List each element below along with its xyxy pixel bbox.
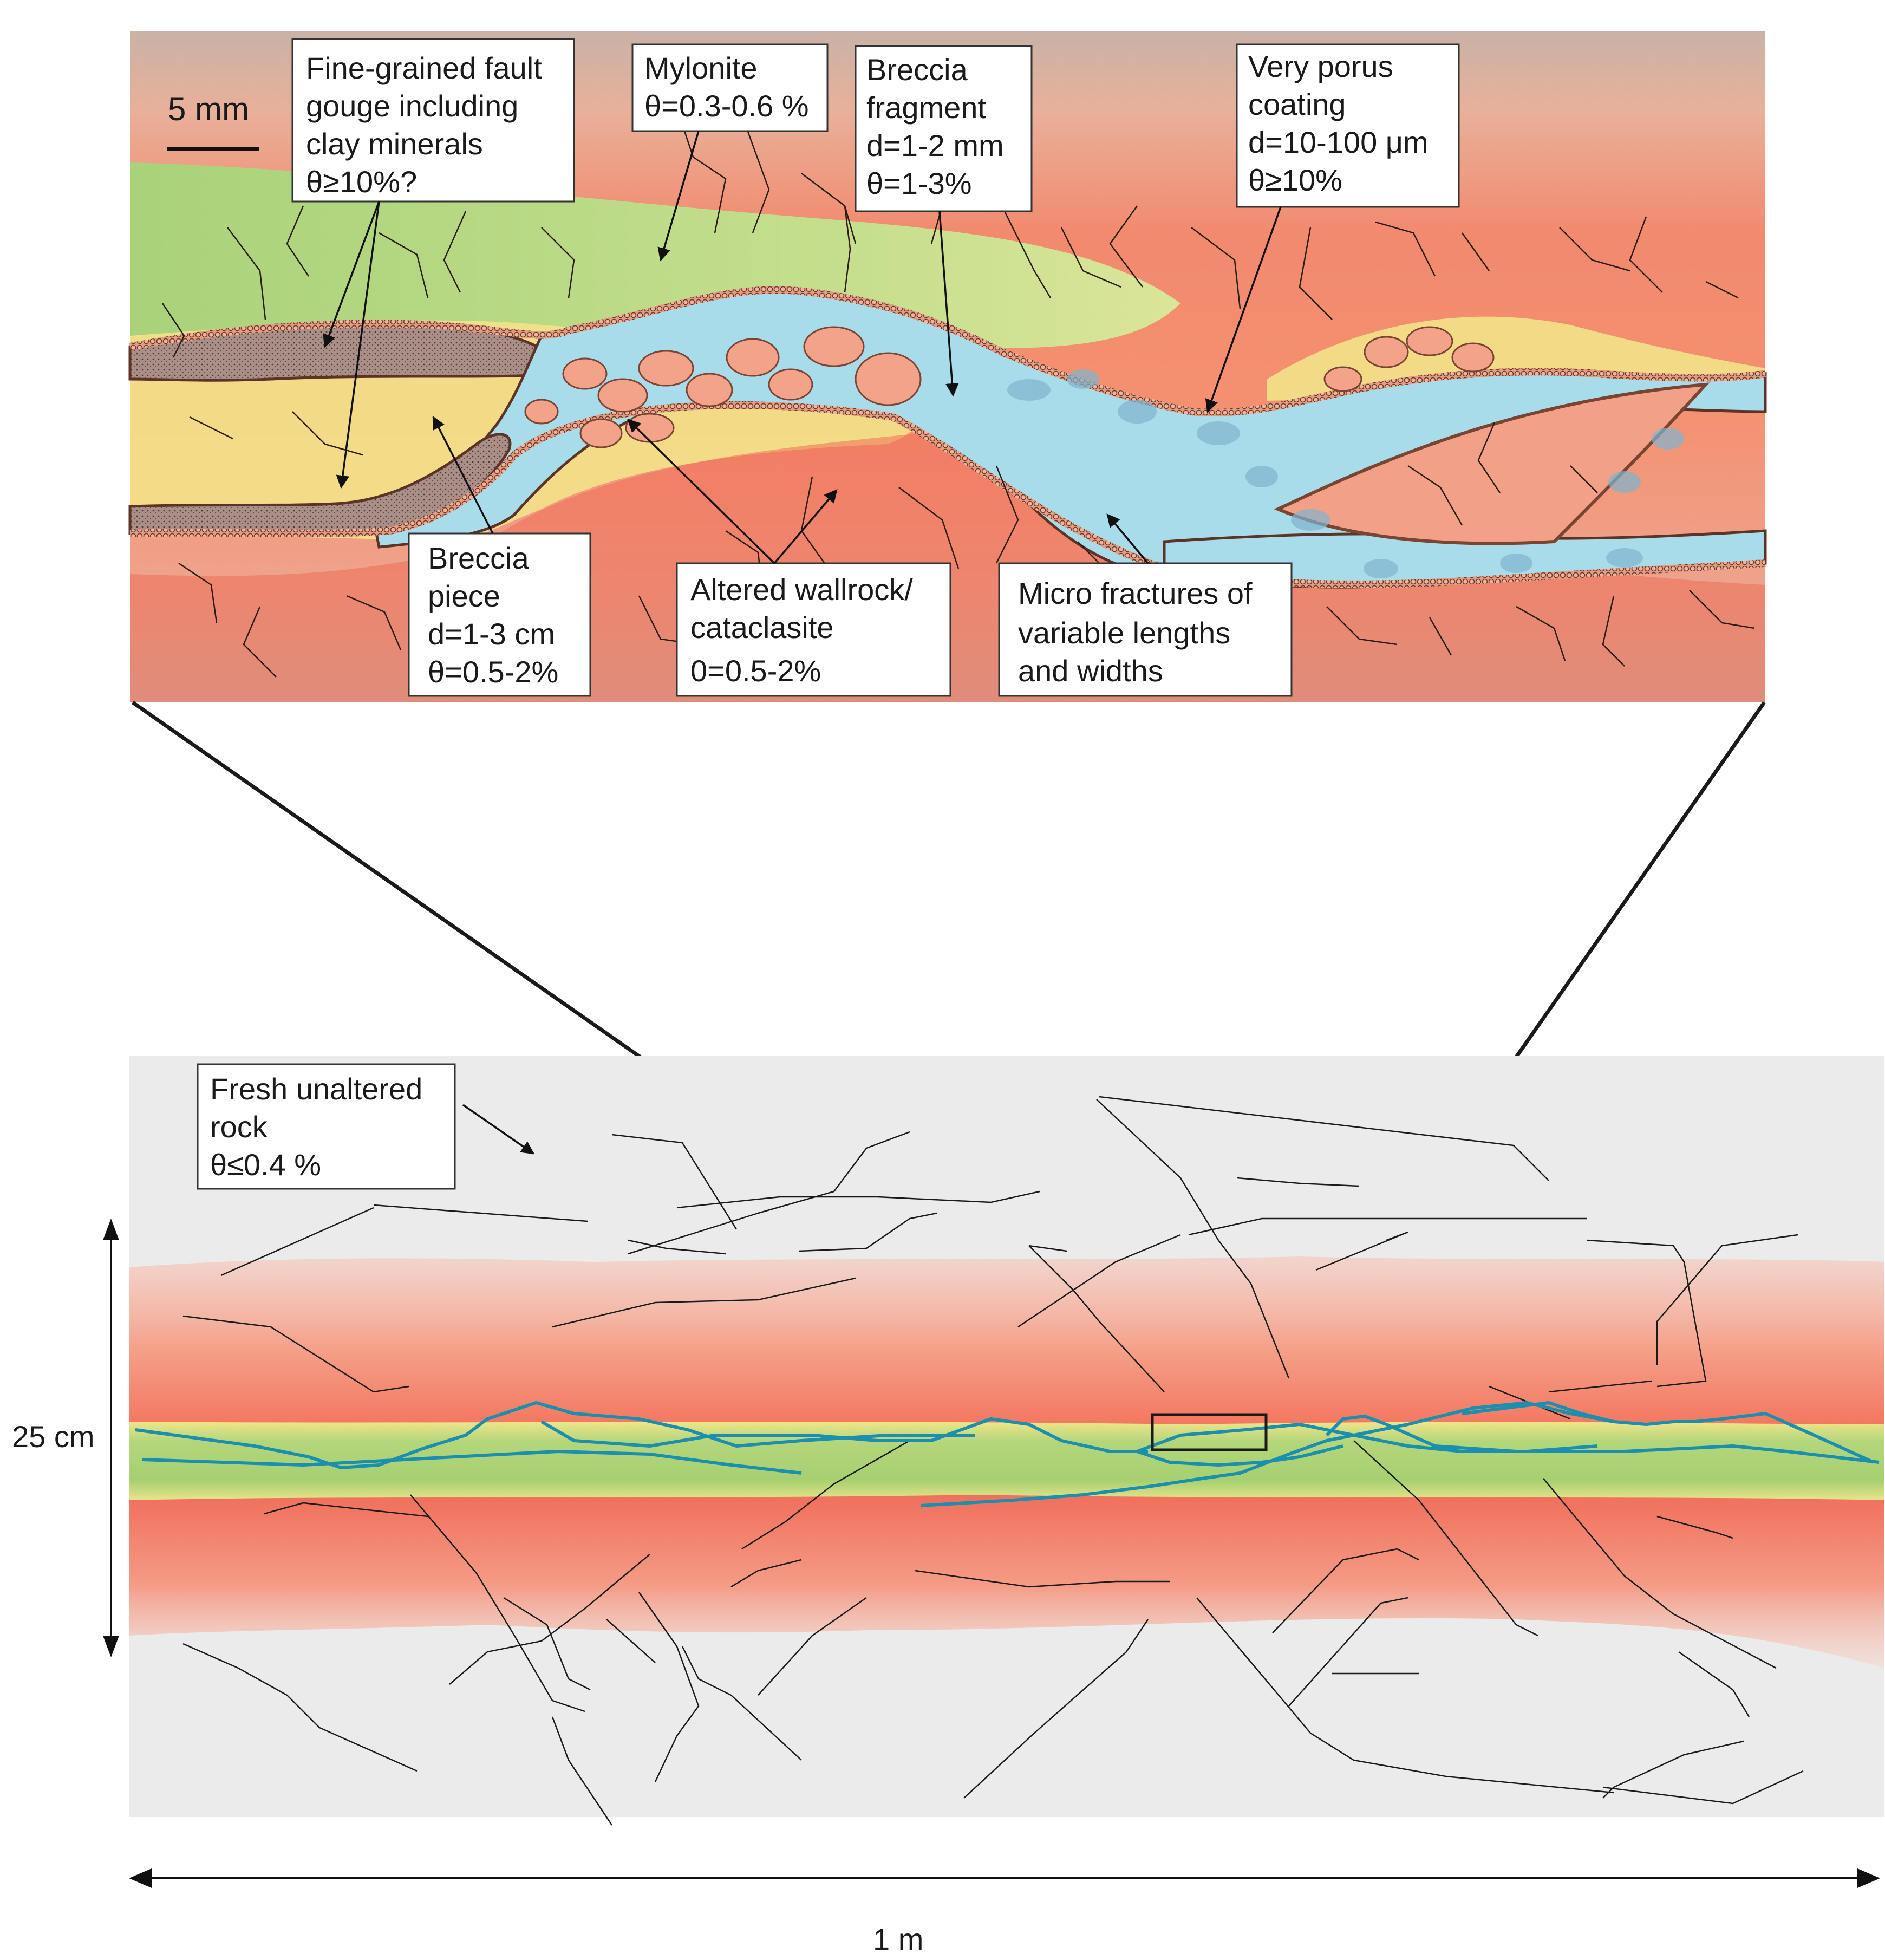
breccia-clasts: [524, 326, 1495, 448]
bead-rim-top: [129, 286, 1766, 416]
fresh-line-3: θ≤0.4 %: [210, 1148, 321, 1182]
mylonite-line-1: Mylonite: [644, 51, 758, 85]
porous-line-3: d=10-100 μm: [1248, 125, 1429, 159]
porous-line-1: Very porus: [1248, 49, 1393, 83]
gouge-line-2: gouge including: [306, 89, 518, 123]
micro-line-1: Micro fractures of: [1018, 576, 1253, 610]
bead-rim-bottom: [129, 401, 1766, 588]
blue-grains: [1007, 369, 1684, 578]
mylonite-line-2: θ=0.3-0.6 %: [644, 89, 809, 123]
label-gouge: Fine-grained fault gouge including clay …: [291, 38, 575, 203]
svg-text:Fresh unaltered rock: Fresh unaltered rock θ≤0.4 %: [210, 1072, 431, 1182]
porous-line-4: θ≥10%: [1248, 163, 1342, 197]
svg-text:Mylonite θ=0.3-0.6 %: Mylonite θ=0.3-0.6 %: [644, 51, 809, 123]
upper-alteration-zone: [129, 1256, 1884, 1441]
label-fresh-rock: Fresh unaltered rock θ≤0.4 %: [197, 1063, 456, 1190]
label-breccia-fragment: Breccia fragment d=1-2 mm θ=1-3%: [855, 45, 1033, 212]
overview-fractures: [182, 1096, 1804, 1826]
svg-text:Fine-grained fault gou: Fine-grained fault gouge including clay …: [306, 51, 550, 199]
gouge-line-1: Fine-grained fault: [306, 51, 542, 85]
svg-text:Micro fractures of var: Micro fractures of variable lengths and …: [1018, 576, 1261, 688]
green-fault-core: [129, 1422, 1884, 1500]
width-label: 1 m: [873, 1922, 923, 1956]
label-micro-fractures: Micro fractures of variable lengths and …: [998, 562, 1293, 697]
fresh-rock-arrow: [462, 1104, 535, 1155]
bead-rim-lozenge: [1274, 382, 1710, 545]
altered-line-3: 0=0.5-2%: [690, 654, 821, 688]
fresh-line-1: Fresh unaltered: [210, 1072, 422, 1106]
svg-text:Altered wallrock/ cata: Altered wallrock/ cataclasite 0=0.5-2%: [690, 572, 921, 688]
fresh-line-2: rock: [210, 1110, 268, 1144]
mylonite-layer: [130, 162, 1180, 349]
breccia-fragment-line-4: θ=1-3%: [866, 166, 972, 200]
gouge-line-3: clay minerals: [306, 127, 483, 161]
porous-line-2: coating: [1248, 87, 1346, 121]
breccia-piece-line-4: θ=0.5-2%: [428, 655, 558, 689]
breccia-piece-line-3: d=1-3 cm: [428, 617, 555, 651]
altered-line-1: Altered wallrock/: [690, 572, 913, 607]
micro-fractures: [161, 108, 1755, 678]
scale-bar: 5 mm: [167, 91, 259, 151]
width-dimension: 1 m: [129, 1868, 1880, 1956]
svg-text:Very porus coating: Very porus coating d=10-100 μm θ≥10%: [1248, 49, 1437, 197]
thickness-dimension: 25 cm: [12, 1219, 119, 1657]
thickness-label: 25 cm: [12, 1419, 95, 1454]
label-porous-coating: Very porus coating d=10-100 μm θ≥10%: [1236, 43, 1460, 208]
breccia-fragment-line-3: d=1-2 mm: [866, 128, 1004, 162]
breccia-fragment-line-1: Breccia: [866, 53, 968, 87]
breccia-piece-line-1: Breccia: [428, 541, 530, 575]
gouge-line-4: θ≥10%?: [306, 165, 417, 199]
fault-strands: [128, 286, 1767, 589]
scale-bar-label: 5 mm: [168, 91, 249, 127]
zoom-box: [1151, 1413, 1268, 1451]
label-mylonite: Mylonite θ=0.3-0.6 %: [631, 43, 829, 132]
breccia-piece-line-2: piece: [428, 579, 500, 613]
detail-panel: 5 mm Fine-grained fault gouge including …: [128, 31, 1767, 702]
micro-line-3: and widths: [1018, 654, 1163, 688]
svg-text:Breccia fragment: Breccia fragment d=1-2 mm θ=1-3%: [866, 53, 1012, 200]
label-breccia-piece: Breccia piece d=1-3 cm θ=0.5-2%: [408, 532, 591, 697]
altered-line-2: cataclasite: [690, 610, 834, 644]
micro-line-2: variable lengths: [1018, 616, 1230, 650]
blue-fractures: [135, 1401, 1880, 1507]
pointer-arrows: [323, 131, 1282, 564]
overview-panel: Fresh unaltered rock θ≤0.4 %: [129, 1056, 1884, 1826]
svg-text:Breccia piece: Breccia piece d=1-3 cm θ=0.5-2%: [428, 541, 564, 689]
label-altered-wallrock: Altered wallrock/ cataclasite 0=0.5-2%: [676, 562, 951, 697]
breccia-fragment-line-2: fragment: [866, 90, 986, 125]
